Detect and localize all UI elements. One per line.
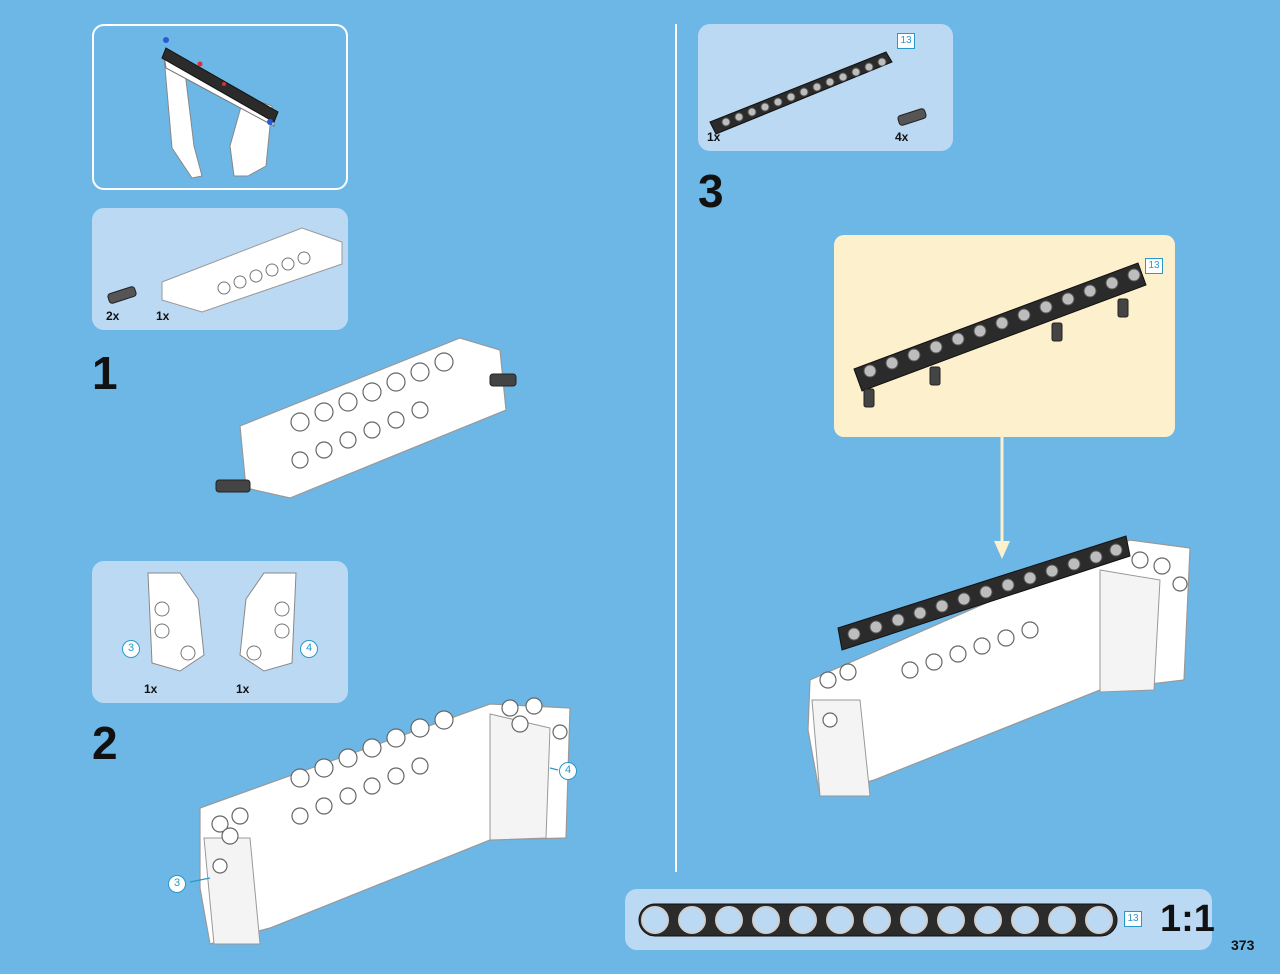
beam-with-pins-icon: [853, 262, 1147, 408]
step2-part1-qty: 1x: [144, 682, 158, 696]
step3-part2-qty: 4x: [895, 130, 909, 144]
axle-pin-icon: [107, 286, 137, 304]
scale-hole: [715, 906, 743, 934]
scale-hole: [900, 906, 928, 934]
scale-hole: [1085, 906, 1113, 934]
step1-assembly-icon: [215, 337, 517, 499]
preview-box: [92, 24, 348, 190]
scale-length-badge: 13: [1124, 911, 1142, 927]
step1-number: 1: [92, 347, 118, 399]
scale-hole: [863, 906, 891, 934]
step2-parts-box: 3 1x 4 1x: [92, 561, 348, 703]
step3-part1-length-badge: 13: [897, 33, 915, 49]
assembly-preview-icon: [161, 37, 279, 179]
step1-parts-box: 2x 1x: [92, 208, 348, 330]
scale-hole: [752, 906, 780, 934]
step2-number: 2: [92, 717, 118, 769]
step3-subassembly-box: 13: [834, 235, 1175, 437]
right-fairing-icon: [239, 572, 297, 672]
step3-parts-box: 13 1x 4x: [698, 24, 953, 151]
scale-hole: [789, 906, 817, 934]
subassembly-length-badge: 13: [1145, 258, 1163, 274]
axle-pin-icon: [897, 108, 927, 126]
page-number: 373: [1231, 937, 1255, 953]
scale-hole: [1011, 906, 1039, 934]
scale-beam-icon: [638, 903, 1118, 937]
left-fairing-icon: [147, 572, 205, 672]
step2-assembly-callout-3: 3: [168, 875, 186, 893]
scale-hole: [1048, 906, 1076, 934]
step2-part2-callout: 4: [300, 640, 318, 658]
scale-hole: [974, 906, 1002, 934]
step1-part2-qty: 1x: [156, 309, 170, 323]
scale-hole: [826, 906, 854, 934]
scale-label: 1:1: [1160, 898, 1215, 940]
step2-assembly-icon: [189, 697, 571, 945]
step1-part1-qty: 2x: [106, 309, 120, 323]
attach-arrow-icon: [994, 437, 1010, 559]
scale-bar-box: 13 1:1: [625, 889, 1215, 950]
column-divider: [675, 24, 677, 872]
step2-assembly-callout-4: 4: [559, 762, 577, 780]
scale-hole: [937, 906, 965, 934]
step2-part2-qty: 1x: [236, 682, 250, 696]
scale-hole: [678, 906, 706, 934]
white-panel-icon: [161, 227, 343, 313]
step3-assembly-icon: [807, 535, 1191, 797]
black-beam-icon: [709, 51, 893, 135]
step2-part1-callout: 3: [122, 640, 140, 658]
step3-number: 3: [698, 165, 724, 217]
scale-hole: [641, 906, 669, 934]
step3-part1-qty: 1x: [707, 130, 721, 144]
